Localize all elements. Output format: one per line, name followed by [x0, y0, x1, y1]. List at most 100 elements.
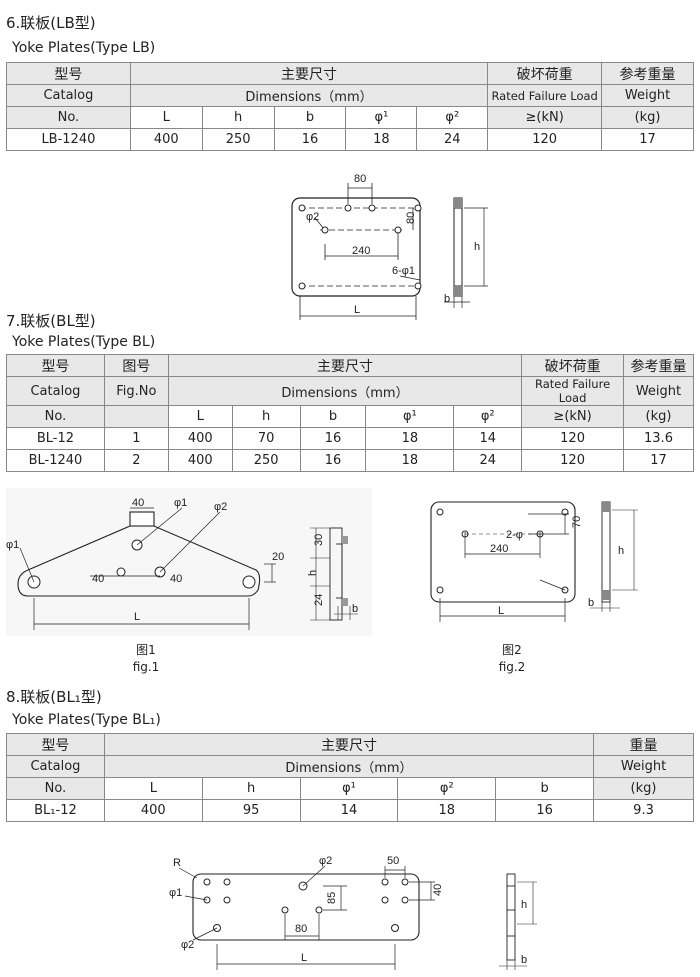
dim-50: 50 [387, 855, 399, 867]
label-holes: 6-φ1 [392, 265, 415, 277]
dim-240: 240 [490, 543, 508, 555]
col-phi2: φ² [416, 106, 489, 129]
fig-header-en: Fig.No [103, 376, 169, 406]
model-header-no: No. [6, 106, 131, 129]
col-b: b [495, 777, 595, 800]
col-phi1: φ¹ [345, 106, 418, 129]
bl1-plate-drawing: R φ1 φ2 φ2 50 40 85 80 L h b [169, 855, 537, 970]
model-header-no: No. [6, 405, 105, 428]
label-phi2: φ2 [214, 501, 227, 513]
section-6-title: 6.联板(LB型) [6, 14, 96, 32]
cell-b: 16 [495, 799, 595, 822]
cell-no: BL₁-12 [6, 799, 105, 822]
col-phi2: φ² [453, 405, 523, 428]
bl1-spec-table: 型号 主要尺寸 重量 Catalog Dimensions（mm） Weight… [6, 733, 694, 822]
dim-b: b [444, 293, 450, 305]
cell-weight: 9.3 [593, 799, 694, 822]
plate-outline [192, 873, 420, 941]
cell-no: LB-1240 [6, 128, 131, 151]
dim-L: L [354, 304, 360, 316]
cell-phi1: 14 [299, 799, 399, 822]
col-L: L [103, 777, 203, 800]
weight-header-cn: 重量 [593, 733, 694, 756]
cell-fig: 1 [103, 427, 169, 450]
dim-240: 240 [352, 245, 370, 257]
dim-b: b [521, 954, 527, 966]
label-phi2-top: φ2 [319, 855, 332, 867]
cell-h: 95 [201, 799, 301, 822]
label-R: R [173, 857, 181, 869]
col-b: b [273, 106, 347, 129]
cell-phi1: 18 [365, 449, 455, 472]
cell-weight: 17 [601, 128, 694, 151]
dim-80: 80 [354, 173, 366, 185]
weight-header-en: Weight [601, 84, 694, 107]
cell-b: 16 [273, 128, 347, 151]
cell-L: 400 [167, 427, 233, 450]
dim-40: 40 [432, 884, 444, 896]
dim-30: 30 [313, 534, 325, 546]
lb-spec-table: 型号 主要尺寸 破坏荷重 参考重量 Catalog Dimensions（mm）… [6, 62, 694, 151]
cell-b: 16 [299, 427, 367, 450]
dim-85: 85 [326, 892, 338, 904]
label-holes: 2-φ [506, 529, 523, 541]
cell-no: BL-12 [6, 427, 105, 450]
weight-header-en: Weight [593, 755, 694, 778]
plate-outline [291, 197, 421, 297]
cell-load: 120 [521, 427, 624, 450]
section-7-title: 7.联板(BL型) [6, 312, 96, 330]
lb-plate-drawing: 80 80 240 φ2 6-φ1 L h b [291, 173, 488, 320]
cell-L: 400 [167, 449, 233, 472]
dim-40-right: 40 [170, 573, 182, 585]
dim-80: 80 [295, 923, 307, 935]
load-unit: ≥(kN) [521, 405, 624, 428]
col-L: L [129, 106, 203, 129]
fig-header-cn: 图号 [103, 354, 169, 377]
model-header-en: Catalog [6, 755, 105, 778]
fig1-background [6, 488, 372, 636]
dim-h: h [307, 570, 319, 576]
dim-h: h [618, 545, 624, 557]
cell-no: BL-1240 [6, 449, 105, 472]
weight-header-cn: 参考重量 [623, 354, 694, 377]
weight-unit: (kg) [601, 106, 694, 129]
cell-load: 120 [487, 128, 603, 151]
cell-phi1: 18 [345, 128, 418, 151]
table-row: BL-1240 2 400 250 16 18 24 120 17 [6, 449, 694, 472]
table-row: BL-12 1 400 70 16 18 14 120 13.6 [6, 427, 694, 450]
cell-h: 250 [201, 128, 275, 151]
model-header-cn: 型号 [6, 62, 131, 85]
section-7-subtitle: Yoke Plates(Type BL) [12, 334, 156, 350]
col-h: h [231, 405, 301, 428]
bl-spec-table: 型号 图号 主要尺寸 破坏荷重 参考重量 Catalog Fig.No Dime… [6, 354, 694, 472]
dims-header-cn: 主要尺寸 [167, 354, 523, 377]
plate-outline [430, 501, 576, 603]
weight-header-en: Weight [623, 376, 694, 406]
cell-weight: 17 [623, 449, 694, 472]
dims-header-en: Dimensions（mm） [167, 376, 523, 406]
dims-header-en: Dimensions（mm） [129, 84, 489, 107]
cell-b: 16 [299, 449, 367, 472]
cell-h: 70 [231, 427, 301, 450]
cell-phi2: 18 [397, 799, 497, 822]
dim-L: L [301, 952, 307, 964]
cell-phi1: 18 [365, 427, 455, 450]
dim-b: b [352, 603, 358, 615]
cell-load: 120 [521, 449, 624, 472]
col-b: b [299, 405, 367, 428]
bl-fig1-drawing: 40 φ1 φ1 φ2 40 40 20 L 30 h 24 b [6, 497, 358, 630]
col-h: h [201, 106, 275, 129]
load-header-en: Rated Failure Load [487, 84, 603, 107]
label-phi1: φ1 [169, 887, 182, 899]
cell-fig: 2 [103, 449, 169, 472]
dim-h: h [521, 899, 527, 911]
cell-weight: 13.6 [623, 427, 694, 450]
cell-phi2: 24 [416, 128, 489, 151]
load-header-cn: 破坏荷重 [521, 354, 624, 377]
col-phi1: φ¹ [365, 405, 455, 428]
dim-70: 70 [571, 516, 583, 528]
model-header-en: Catalog [6, 376, 105, 406]
dims-header-en: Dimensions（mm） [103, 755, 595, 778]
cell-phi2: 24 [453, 449, 523, 472]
dim-80-vertical: 80 [405, 212, 417, 224]
